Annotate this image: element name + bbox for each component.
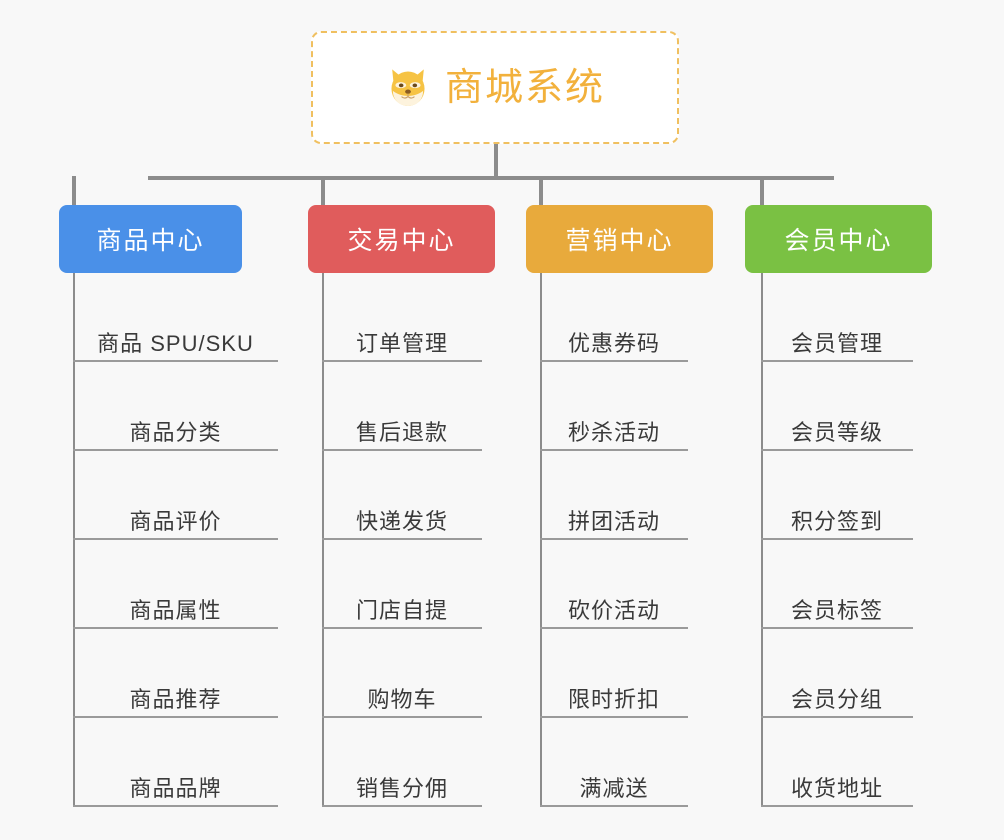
leaf-item-label: 门店自提 [355,597,448,623]
leaf-item[interactable]: 快递发货 [322,451,482,540]
connector-spine-trade-center [322,273,324,807]
leaf-item[interactable]: 满减送 [540,718,688,807]
category-box-product-center[interactable]: 商品中心 [59,205,242,273]
leaf-item[interactable]: 购物车 [322,629,482,718]
leaf-item-label: 订单管理 [355,330,448,356]
leaf-item-label: 会员标签 [790,597,883,623]
leaf-item[interactable]: 会员管理 [761,273,913,362]
leaf-item[interactable]: 优惠券码 [540,273,688,362]
leaf-item[interactable]: 收货地址 [761,718,913,807]
leaf-item-label: 商品推荐 [129,686,222,712]
leaf-item-label: 商品品牌 [129,775,222,801]
connector-drop-trade-center [321,176,325,208]
leaf-item-label: 快递发货 [355,508,448,534]
leaf-item[interactable]: 秒杀活动 [540,362,688,451]
column-trade-center: 订单管理售后退款快递发货门店自提购物车销售分佣 [322,273,486,807]
category-box-trade-center[interactable]: 交易中心 [308,205,495,273]
connector-spine-marketing-center [540,273,542,807]
column-product-center: 商品 SPU/SKU 商品分类商品评价商品属性商品推荐商品品牌 [73,273,282,807]
category-label-marketing-center: 营销中心 [565,227,674,255]
column-member-center: 会员管理会员等级积分签到会员标签会员分组收货地址 [761,273,917,807]
leaf-item-label: 会员等级 [790,419,883,445]
leaf-item[interactable]: 拼团活动 [540,451,688,540]
leaf-item[interactable]: 商品分类 [73,362,278,451]
connector-horizontal-bus [148,176,834,180]
leaf-item[interactable]: 砍价活动 [540,540,688,629]
connector-spine-member-center [761,273,763,807]
leaf-item-label: 商品 SPU/SKU [97,330,254,356]
leaf-item-label: 限时折扣 [567,686,660,712]
leaf-item[interactable]: 会员标签 [761,540,913,629]
category-label-member-center: 会员中心 [784,227,893,255]
leaf-item[interactable]: 商品评价 [73,451,278,540]
leaf-item-label: 会员管理 [790,330,883,356]
leaf-item[interactable]: 售后退款 [322,362,482,451]
leaf-item-label: 会员分组 [790,686,883,712]
leaf-item[interactable]: 门店自提 [322,540,482,629]
category-box-member-center[interactable]: 会员中心 [745,205,932,273]
leaf-item-label: 商品评价 [129,508,222,534]
leaf-item-label: 砍价活动 [567,597,660,623]
category-box-marketing-center[interactable]: 营销中心 [526,205,713,273]
root-node-shop-system[interactable]: 商城系统 [311,31,679,144]
leaf-item-label: 购物车 [367,686,437,712]
leaf-item-label: 满减送 [579,775,649,801]
leaf-item[interactable]: 积分签到 [761,451,913,540]
leaf-item-label: 商品属性 [129,597,222,623]
column-marketing-center: 优惠券码秒杀活动拼团活动砍价活动限时折扣满减送 [540,273,692,807]
leaf-item-label: 积分签到 [790,508,883,534]
connector-spine-product-center [73,273,75,807]
leaf-item-label: 商品分类 [129,419,222,445]
category-label-product-center: 商品中心 [96,227,205,255]
leaf-item[interactable]: 商品属性 [73,540,278,629]
leaf-item[interactable]: 商品品牌 [73,718,278,807]
leaf-item[interactable]: 商品推荐 [73,629,278,718]
connector-drop-marketing-center [539,176,543,208]
connector-drop-product-center [72,176,76,208]
connector-drop-member-center [760,176,764,208]
leaf-item[interactable]: 限时折扣 [540,629,688,718]
leaf-item[interactable]: 会员分组 [761,629,913,718]
connector-root-stem [494,144,498,178]
leaf-item-label: 优惠券码 [567,330,660,356]
leaf-item[interactable]: 商品 SPU/SKU [73,273,278,362]
leaf-item-label: 收货地址 [790,775,883,801]
leaf-item[interactable]: 销售分佣 [322,718,482,807]
leaf-item-label: 拼团活动 [567,508,660,534]
root-node-title: 商城系统 [444,66,605,109]
leaf-item-label: 售后退款 [355,419,448,445]
leaf-item-label: 秒杀活动 [567,419,660,445]
leaf-item[interactable]: 会员等级 [761,362,913,451]
category-label-trade-center: 交易中心 [347,227,456,255]
shiba-dog-face-icon [391,68,425,107]
leaf-item-label: 销售分佣 [355,775,448,801]
leaf-item[interactable]: 订单管理 [322,273,482,362]
